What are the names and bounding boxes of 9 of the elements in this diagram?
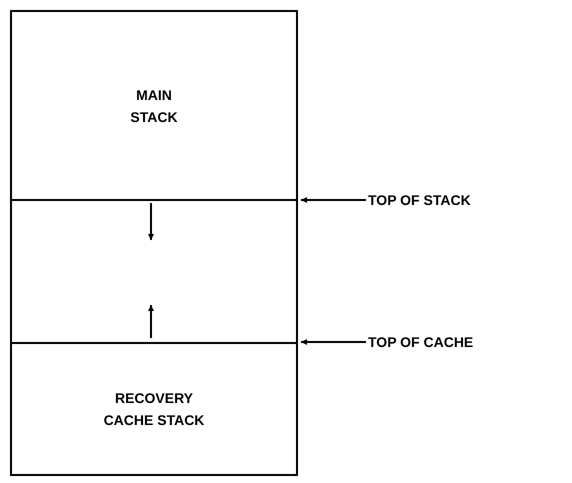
pointer-arrow — [301, 197, 366, 203]
free-space-box — [10, 199, 298, 344]
stack-box — [10, 10, 298, 201]
pointer-label: TOP OF STACK — [368, 190, 471, 210]
stack-box — [10, 342, 298, 476]
pointer-label: TOP OF CACHE — [368, 332, 474, 352]
stack-label: MAIN STACK — [129, 86, 179, 126]
pointer-arrow — [301, 339, 366, 345]
stack-label: RECOVERY CACHE STACK — [102, 389, 206, 430]
